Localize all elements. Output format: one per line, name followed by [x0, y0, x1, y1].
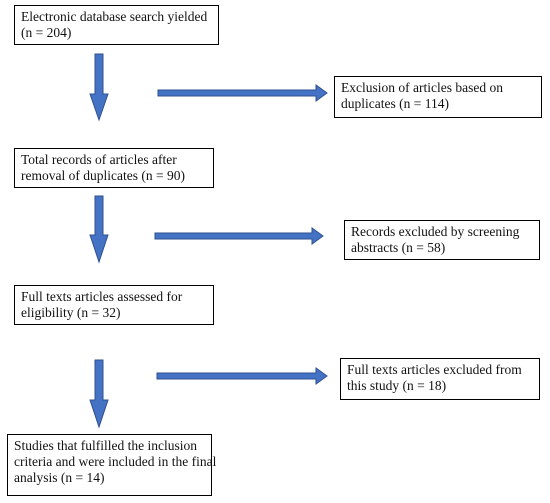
box-line: Exclusion of articles based on	[341, 80, 503, 95]
right-arrow-2	[154, 227, 324, 245]
box-line: abstracts (n = 58)	[351, 240, 446, 255]
box-line: removal of duplicates (n = 90)	[21, 168, 185, 183]
box-line: (n = 204)	[21, 25, 72, 40]
after-duplicates-box: Total records of articles after removal …	[14, 148, 214, 188]
duplicates-excluded-box: Exclusion of articles based on duplicate…	[334, 76, 542, 118]
down-arrow-1	[89, 53, 109, 122]
box-line: this study (n = 18)	[347, 378, 447, 393]
box-line: duplicates (n = 114)	[341, 96, 449, 111]
search-yield-box: Electronic database search yielded (n = …	[14, 5, 219, 45]
eligibility-box: Full texts articles assessed for eligibi…	[14, 285, 214, 325]
abstract-screening-excluded-box: Records excluded by screening abstracts …	[344, 220, 540, 260]
down-arrow-3	[89, 359, 109, 429]
box-line: Electronic database search yielded	[21, 9, 208, 24]
down-arrow-2	[89, 195, 109, 264]
included-studies-box: Studies that fulfilled the inclusion cri…	[7, 434, 217, 496]
box-line: Records excluded by screening	[351, 224, 520, 239]
box-line: analysis (n = 14)	[14, 470, 105, 485]
box-line: Studies that fulfilled the inclusion	[14, 438, 197, 453]
right-arrow-1	[157, 84, 328, 102]
box-line: Total records of articles after	[21, 152, 177, 167]
right-arrow-3	[156, 367, 328, 385]
box-line: criteria and were included in the final	[14, 454, 217, 469]
box-line: Full texts articles assessed for	[21, 289, 183, 304]
box-line: Full texts articles excluded from	[347, 362, 522, 377]
box-line: eligibility (n = 32)	[21, 305, 121, 320]
full-text-excluded-box: Full texts articles excluded from this s…	[340, 358, 540, 400]
